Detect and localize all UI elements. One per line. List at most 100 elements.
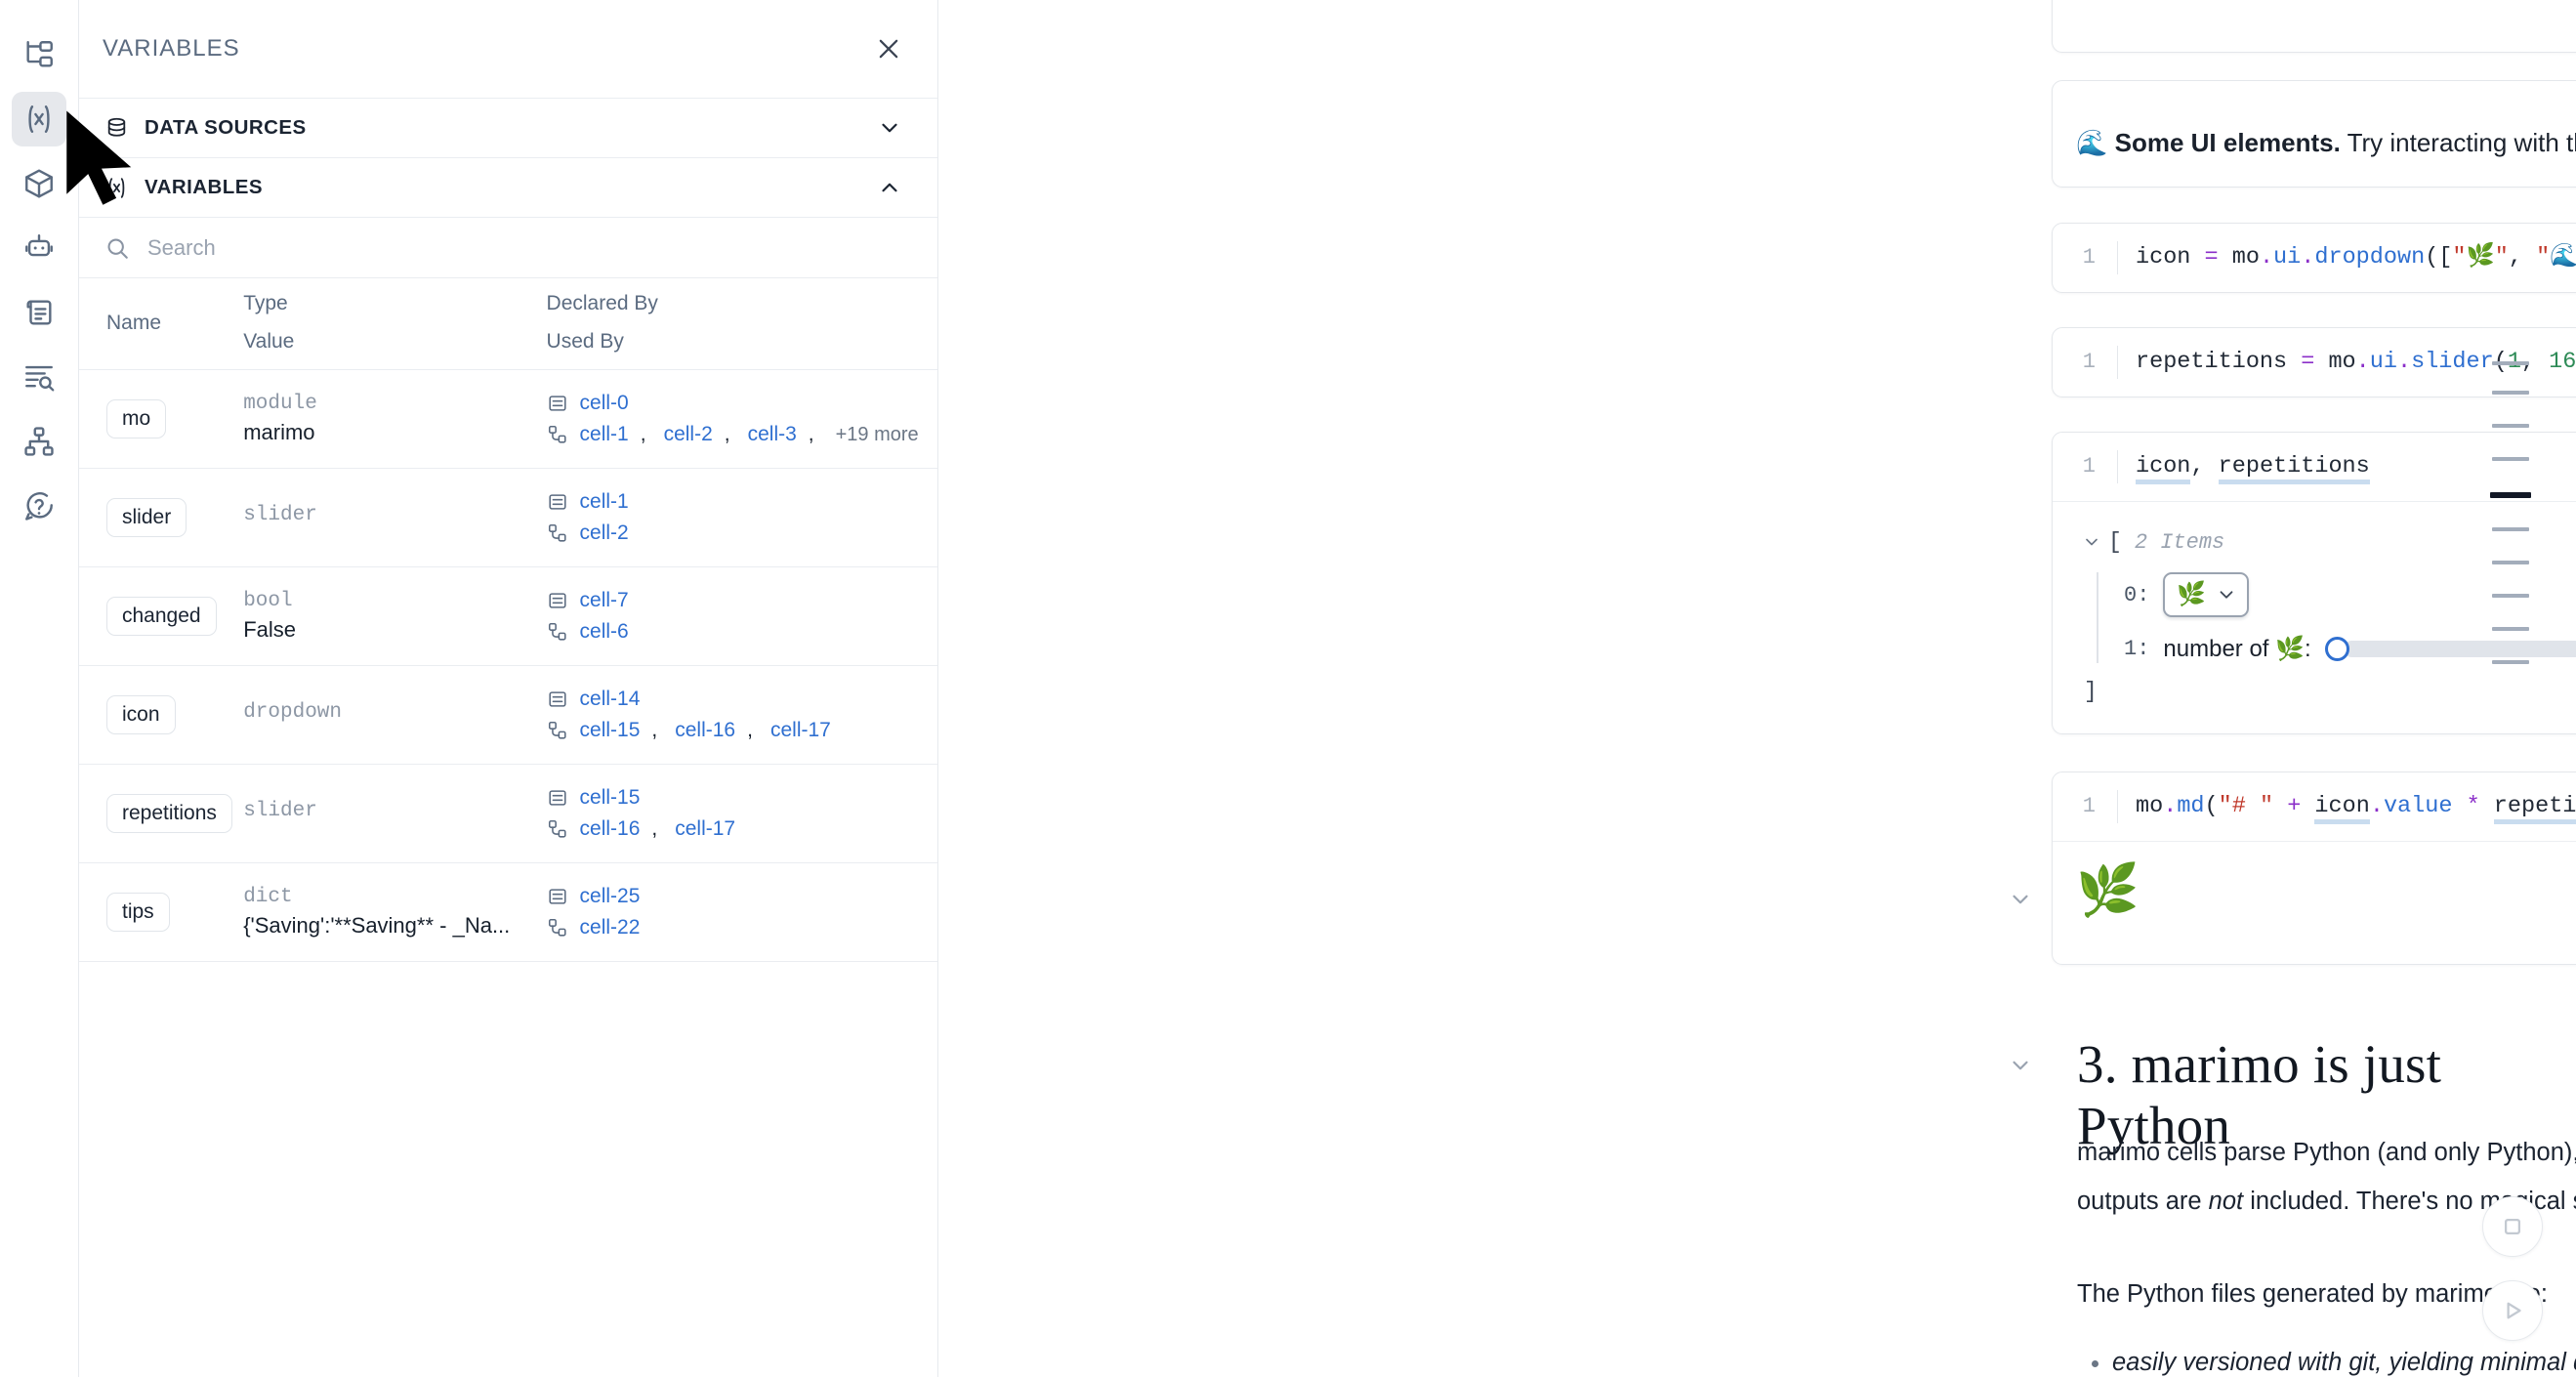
file-tree-icon <box>22 38 56 71</box>
code-editor-line[interactable]: mo.md("# " + icon.value * repetitions.va… <box>2117 790 2576 824</box>
sidebar-item-file-explorer[interactable] <box>12 27 66 82</box>
cell-link[interactable]: cell-3 <box>747 423 797 445</box>
variable-name-pill[interactable]: tips <box>106 893 170 932</box>
sidebar-item-variables[interactable] <box>12 92 66 146</box>
chevron-down-icon[interactable] <box>2082 532 2101 552</box>
sidebar-item-logs[interactable] <box>12 350 66 404</box>
variable-refs-cell: cell-0 cell-1,cell-2,cell-3,+19 more <box>546 369 937 469</box>
section-variables[interactable]: VARIABLES <box>79 158 937 218</box>
run-all-button[interactable] <box>2482 1280 2543 1341</box>
cell-link[interactable]: cell-17 <box>769 719 831 741</box>
used-by-row: cell-22 <box>547 916 937 939</box>
declared-by-row: cell-15 <box>547 786 937 810</box>
slider-handle[interactable] <box>2324 637 2349 661</box>
minimap-tick[interactable] <box>2492 627 2529 631</box>
variable-type: dropdown <box>243 701 343 724</box>
sidebar-item-packages[interactable] <box>12 156 66 211</box>
cell-link[interactable]: cell-2 <box>663 423 713 445</box>
cell-link[interactable]: cell-1 <box>579 490 629 513</box>
variable-name-pill[interactable]: changed <box>106 597 217 636</box>
variable-name-pill[interactable]: icon <box>106 695 176 734</box>
cell-link[interactable]: cell-1 <box>579 423 629 445</box>
cell-link[interactable]: cell-16 <box>579 817 641 840</box>
robot-icon <box>22 231 56 265</box>
variable-name-pill[interactable]: mo <box>106 399 167 438</box>
used-by-row: cell-16,cell-17 <box>547 817 937 841</box>
slider-track[interactable] <box>2343 641 2576 657</box>
minimap-tick[interactable] <box>2492 660 2529 664</box>
more-refs-label[interactable]: +19 more <box>835 423 919 445</box>
cell-link[interactable]: cell-25 <box>579 885 641 907</box>
minimap-tick[interactable] <box>2492 561 2529 564</box>
minimap-tick[interactable] <box>2492 391 2529 395</box>
cell-link[interactable]: cell-7 <box>579 589 629 611</box>
logs-search-icon <box>22 360 56 394</box>
variable-type-value-cell: dropdown <box>243 665 547 765</box>
collapse-section-button[interactable] <box>2008 1053 2033 1078</box>
sidebar-item-chat[interactable] <box>12 221 66 275</box>
variable-name-cell: icon <box>79 665 244 765</box>
cell-link[interactable]: cell-15 <box>579 719 641 741</box>
cell-link[interactable]: cell-16 <box>675 719 736 741</box>
section-bullet-list: easily versioned with git, yielding mini… <box>2077 1338 2576 1377</box>
sidebar-item-help[interactable] <box>12 479 66 533</box>
variable-name-cell: tips <box>79 862 244 962</box>
close-bracket: ] <box>2084 679 2098 704</box>
code-editor-line[interactable]: icon = mo.ui.dropdown(["🌿", "🌊", "✨"], v… <box>2117 241 2576 274</box>
used-by-row: cell-6 <box>547 620 937 644</box>
column-header-name[interactable]: Name <box>79 278 244 370</box>
used-by-row: cell-15,cell-16,cell-17 <box>547 719 937 742</box>
panel-close-button[interactable] <box>875 35 902 63</box>
section-paragraph-1: marimo cells parse Python (and only Pyth… <box>2077 1128 2576 1226</box>
minimap-tick[interactable] <box>2492 594 2529 598</box>
minimap-tick-current[interactable] <box>2490 492 2531 498</box>
markdown-bold-text: Some UI elements. <box>2114 128 2341 157</box>
play-triangle-icon <box>2498 1296 2527 1325</box>
repetitions-slider[interactable] <box>2324 637 2576 661</box>
cell-link[interactable]: cell-2 <box>579 522 629 544</box>
sidebar-item-dependency-graph[interactable] <box>12 414 66 469</box>
cell-link[interactable]: cell-14 <box>579 688 641 710</box>
variable-name-cell: mo <box>79 369 244 469</box>
code-cell-icon: 1 icon = mo.ui.dropdown(["🌿", "🌊", "✨"],… <box>2052 223 2576 293</box>
table-row[interactable]: icon dropdown cell-14 cell-15,cell-16,cell-… <box>79 665 937 765</box>
list-output-header[interactable]: [ 2 Items <box>2082 529 2576 555</box>
markdown-emoji-output: 🌿 <box>2076 865 2140 916</box>
column-label-used-by: Used By <box>546 330 624 353</box>
minimap-tick[interactable] <box>2492 361 2529 365</box>
variable-name-pill[interactable]: slider <box>106 498 187 537</box>
page-title: VARIABLES <box>103 35 240 62</box>
variable-name-cell: repetitions <box>79 764 244 863</box>
cell-link[interactable]: cell-6 <box>579 620 629 643</box>
section-data-sources[interactable]: DATA SOURCES <box>79 99 937 158</box>
minimap-tick[interactable] <box>2492 424 2529 428</box>
column-label-value: Value <box>243 330 295 353</box>
cell-link[interactable]: cell-22 <box>579 916 641 939</box>
icon-dropdown[interactable]: 🌿 <box>2163 572 2250 617</box>
notebook-minimap[interactable] <box>2461 0 2576 1377</box>
minimap-tick[interactable] <box>2492 457 2529 461</box>
line-number: 1 <box>2082 350 2096 374</box>
cell-link[interactable]: cell-15 <box>579 786 641 809</box>
cell-link[interactable]: cell-17 <box>675 817 736 840</box>
search-input[interactable] <box>147 234 912 261</box>
column-header-type-value[interactable]: Type Value <box>243 278 547 370</box>
used-by-row: cell-1,cell-2,cell-3,+19 more <box>547 423 937 446</box>
cell-link[interactable]: cell-0 <box>579 392 629 414</box>
dependency-graph-icon <box>22 425 56 458</box>
variable-type: module <box>243 393 317 415</box>
minimap-tick[interactable] <box>2492 527 2529 531</box>
collapse-cell-4-button[interactable] <box>2008 887 2033 912</box>
column-header-declared-used[interactable]: Declared By Used By <box>546 278 937 370</box>
list-item: easily versioned with git, yielding mini… <box>2112 1338 2576 1377</box>
code-editor-line[interactable]: icon, repetitions <box>2117 450 2576 484</box>
sidebar-item-scratchpad[interactable] <box>12 285 66 340</box>
variable-name-pill[interactable]: repetitions <box>106 794 232 833</box>
interrupt-button[interactable] <box>2482 1196 2543 1257</box>
